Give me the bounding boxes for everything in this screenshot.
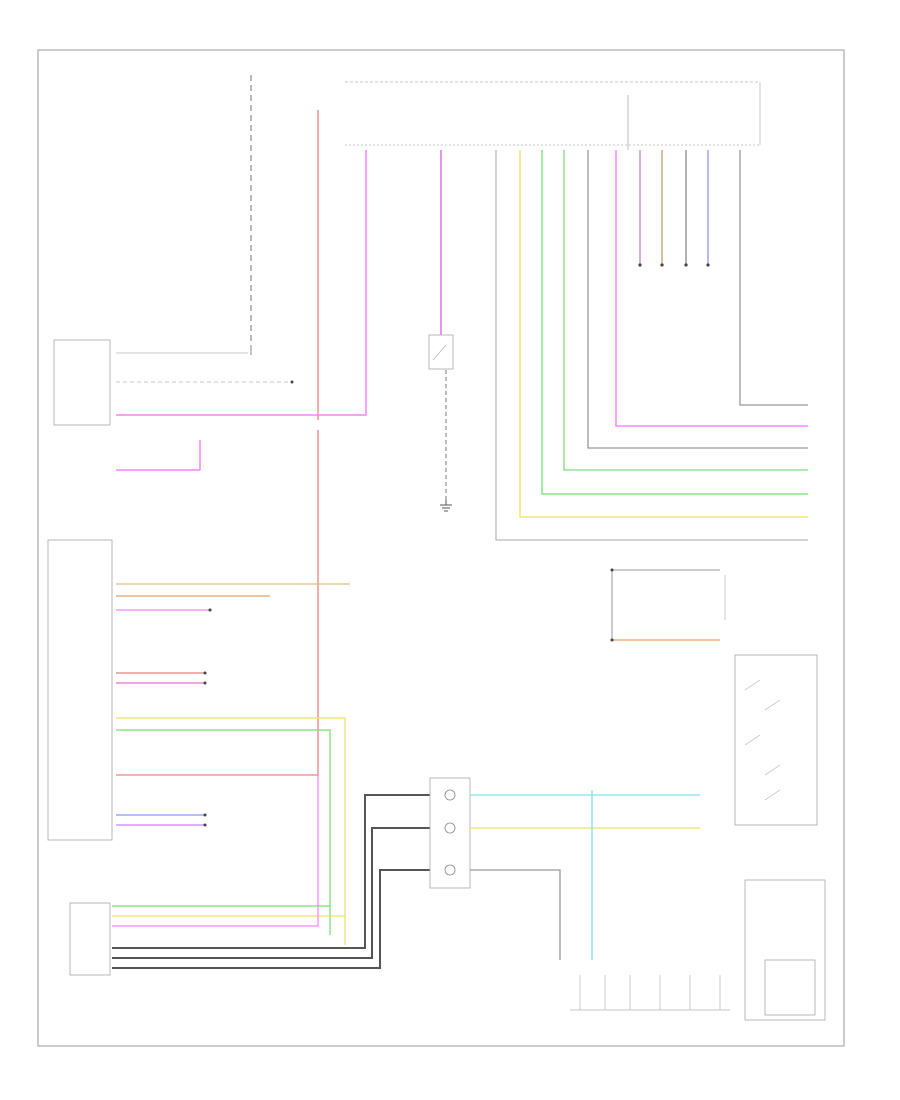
ipc-connector — [47, 539, 113, 841]
left-steering-wheel-switch — [734, 654, 818, 826]
ground-symbol — [440, 500, 452, 512]
diagram-frame — [37, 49, 845, 1047]
magenta-wire — [116, 150, 367, 471]
right-harness — [495, 95, 808, 541]
horn-relay — [610, 568, 726, 642]
right-terminals — [638, 263, 710, 267]
stop-lamp-switch — [428, 334, 454, 370]
right-steering-wheel-switch — [744, 879, 826, 1021]
ipc-wires — [116, 583, 350, 945]
clockspring — [429, 777, 471, 889]
cluster-connector — [69, 775, 430, 976]
switch-array — [570, 975, 730, 1011]
ipc-terminals — [203, 608, 212, 827]
top-connector-bracket — [345, 81, 761, 146]
red-wire — [116, 110, 319, 776]
clockspring-outputs — [470, 790, 700, 960]
steering-wheel-switch — [53, 339, 294, 426]
